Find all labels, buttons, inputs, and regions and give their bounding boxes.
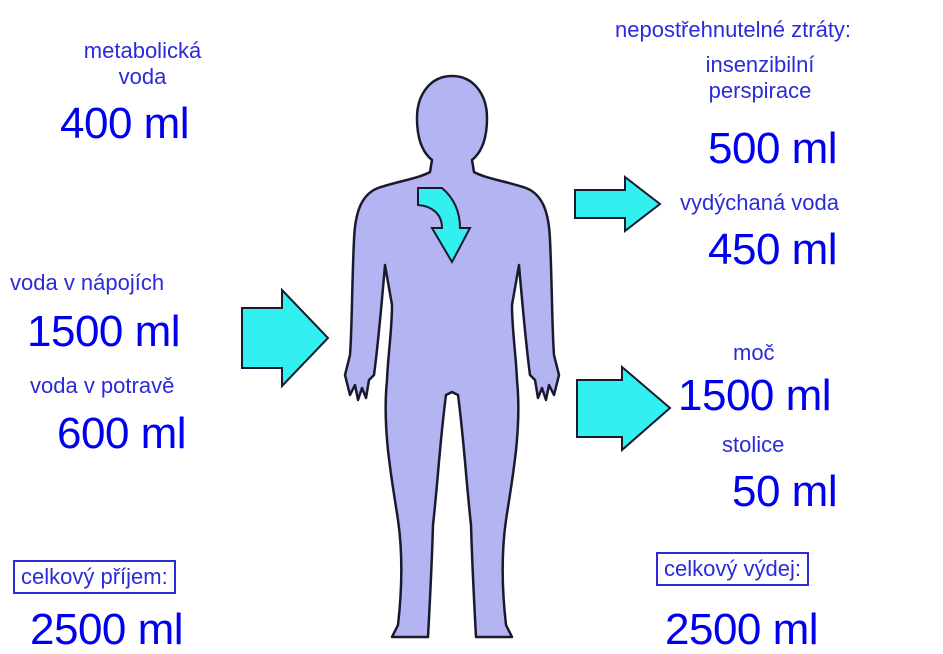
insensible-output-arrow-icon xyxy=(575,177,660,231)
stool-label: stolice xyxy=(722,432,784,458)
exhaled-water-value: 450 ml xyxy=(708,226,837,274)
human-body-icon xyxy=(345,76,559,637)
excretion-output-arrow-icon xyxy=(577,367,670,450)
metabolic-water-value: 400 ml xyxy=(60,100,189,148)
total-output-value: 2500 ml xyxy=(665,606,818,654)
total-intake-value: 2500 ml xyxy=(30,606,183,654)
perspiration-value: 500 ml xyxy=(708,125,837,173)
perspiration-label-line1: insenzibilní xyxy=(690,52,830,78)
metabolic-water-label-line1: metabolická xyxy=(55,38,230,64)
total-intake-label: celkový příjem: xyxy=(13,560,176,594)
food-water-label: voda v potravě xyxy=(30,373,174,399)
metabolic-water-label-line2: voda xyxy=(55,64,230,90)
urine-value: 1500 ml xyxy=(678,372,831,420)
food-water-value: 600 ml xyxy=(57,410,186,458)
stool-value: 50 ml xyxy=(732,468,837,516)
total-output-label: celkový výdej: xyxy=(656,552,809,586)
insensible-losses-header: nepostřehnutelné ztráty: xyxy=(615,17,851,43)
metabolic-water-label: metabolická voda xyxy=(55,38,230,90)
intake-arrow-icon xyxy=(242,290,328,386)
insensible-perspiration-label: insenzibilní perspirace xyxy=(690,52,830,104)
exhaled-water-label: vydýchaná voda xyxy=(680,190,839,216)
drinks-water-value: 1500 ml xyxy=(27,308,180,356)
perspiration-label-line2: perspirace xyxy=(690,78,830,104)
urine-label: moč xyxy=(733,340,775,366)
drinks-water-label: voda v nápojích xyxy=(10,270,164,296)
